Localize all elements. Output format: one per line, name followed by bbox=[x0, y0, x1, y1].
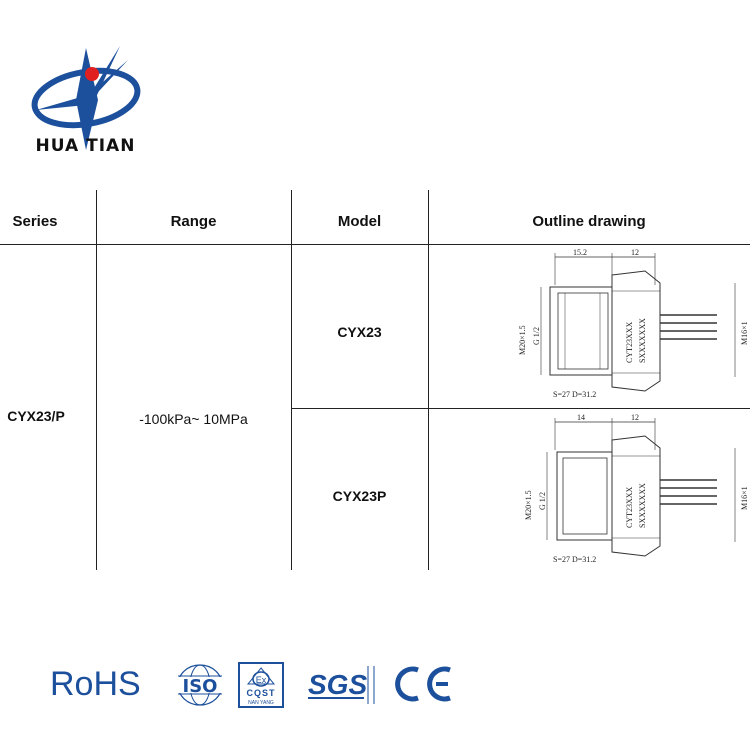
iso-logo: ISO bbox=[172, 664, 228, 706]
cqst-ex-logo: Ex CQST NAN YANG bbox=[238, 662, 284, 708]
outline-drawing: 14 12 M20×1.5 G 1/2 CYT23XXX SXXXXXXX M1… bbox=[524, 413, 749, 564]
body-marking: CYT23XXX bbox=[625, 486, 634, 528]
dimension-label: 15.2 bbox=[573, 248, 587, 257]
dimension-label: M16×1 bbox=[740, 486, 749, 510]
cqst-text: CQST bbox=[246, 688, 275, 698]
column-divider bbox=[96, 190, 97, 570]
dimension-label: S=27 D=31.2 bbox=[553, 555, 596, 564]
dimension-label: S=27 D=31.2 bbox=[553, 390, 596, 399]
header-outline: Outline drawing bbox=[532, 213, 646, 230]
dimension-label: 12 bbox=[631, 413, 639, 422]
header-model: Model bbox=[337, 213, 382, 230]
ex-text: Ex bbox=[256, 675, 267, 685]
series-value: CYX23/P bbox=[7, 408, 65, 424]
range-value: -100kPa~ 10MPa bbox=[139, 411, 248, 427]
iso-text: ISO bbox=[183, 676, 218, 697]
dimension-label: M16×1 bbox=[740, 321, 749, 345]
header-series: Series bbox=[12, 213, 58, 230]
product-table: Series Range Model Outline drawing CYX23… bbox=[0, 190, 750, 570]
column-divider bbox=[428, 190, 429, 570]
dimension-label: M20×1.5 bbox=[518, 325, 527, 355]
model-value: CYX23P bbox=[332, 488, 387, 504]
dimension-label: M20×1.5 bbox=[524, 490, 533, 520]
ce-text: CE bbox=[392, 664, 394, 665]
model-value: CYX23 bbox=[337, 324, 382, 340]
header-divider bbox=[0, 244, 750, 245]
hua-tian-logo bbox=[31, 46, 141, 150]
body-marking: SXXXXXXX bbox=[638, 318, 647, 363]
header-range: Range bbox=[170, 213, 217, 230]
outline-drawing: 15.2 12 M20×1.5 G 1/2 CYT23XXX SXXXXXXX … bbox=[518, 248, 749, 399]
rohs-logo: RoHS bbox=[50, 665, 141, 703]
row-divider bbox=[291, 408, 750, 409]
dimension-label: G 1/2 bbox=[532, 327, 541, 345]
sgs-text: SGS bbox=[308, 669, 367, 700]
certification-logos: RoHS ISO Ex CQST NAN YANG SGS CE bbox=[50, 660, 470, 710]
sgs-logo: SGS bbox=[308, 666, 375, 704]
dimension-label: 12 bbox=[631, 248, 639, 257]
body-marking: SXXXXXXX bbox=[638, 483, 647, 528]
dimension-label: 14 bbox=[577, 413, 585, 422]
brand-name: HUA TIAN bbox=[35, 136, 136, 156]
dimension-label: G 1/2 bbox=[538, 492, 547, 510]
column-divider bbox=[291, 190, 292, 570]
body-marking: CYT23XXX bbox=[625, 321, 634, 363]
nanyang-text: NAN YANG bbox=[248, 700, 274, 706]
ce-logo: CE bbox=[392, 664, 451, 702]
